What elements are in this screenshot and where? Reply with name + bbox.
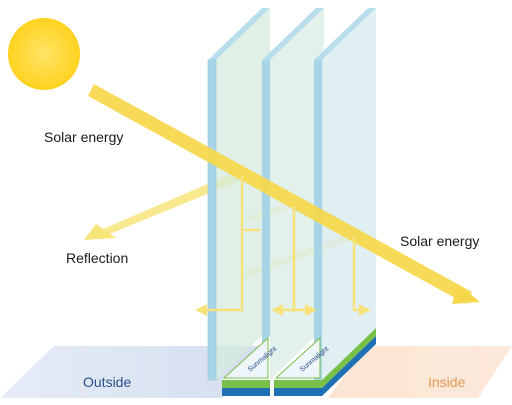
glass-pane-inner [314, 8, 376, 380]
glass-pane-middle [262, 8, 324, 380]
floor-inside [328, 346, 512, 398]
spacer-frame [322, 328, 376, 396]
label-outside: Outside [83, 374, 132, 390]
label-solar-energy-out: Solar energy [400, 233, 480, 249]
solar-beam [88, 84, 480, 304]
glass-pane-outer [207, 8, 270, 381]
label-inside: Inside [428, 374, 466, 390]
label-reflection: Reflection [66, 250, 129, 266]
spacer-left: Sunmalight [222, 336, 278, 396]
sun-icon [8, 18, 80, 90]
heat-emission-lines [195, 176, 371, 316]
floor-outside [0, 346, 262, 398]
label-solar-energy-in: Solar energy [44, 129, 124, 145]
